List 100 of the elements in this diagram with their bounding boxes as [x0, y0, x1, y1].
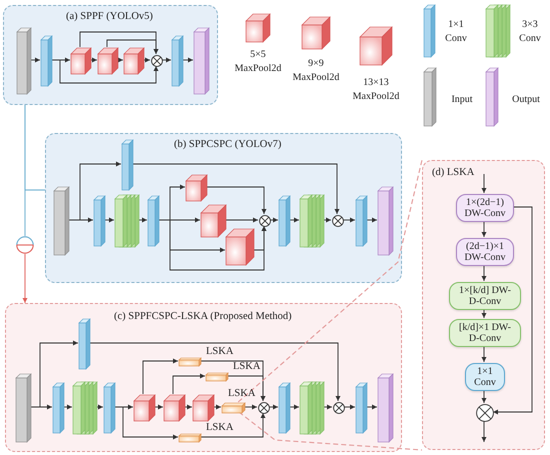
legend-label: 5×5 MaxPool2d — [234, 48, 282, 75]
legend-label: 3×3 Conv — [518, 18, 542, 45]
multiply-node — [259, 215, 271, 227]
arrow — [322, 218, 332, 222]
legend-label: 9×9 MaxPool2d — [292, 57, 340, 84]
conv-slab — [172, 36, 183, 86]
conv-stack — [300, 382, 324, 434]
arrow — [182, 58, 194, 62]
arrow — [226, 376, 266, 402]
arrow — [96, 404, 104, 410]
output-slab — [378, 187, 393, 255]
maxpool-cube — [124, 48, 144, 74]
conv-slab — [79, 319, 90, 369]
arrow — [114, 406, 178, 440]
multiply-node — [476, 404, 494, 422]
arrow — [62, 404, 72, 410]
multiply-node — [151, 55, 163, 67]
arrow — [224, 218, 258, 222]
dashed-panel — [5, 303, 402, 452]
conv-stack — [115, 195, 139, 247]
lska-label: LSKA — [206, 422, 234, 433]
maxpool-cube — [186, 175, 207, 201]
arrow — [132, 164, 340, 214]
dashed-panel — [422, 160, 545, 450]
input-slab — [16, 374, 31, 442]
legend-label: 13×13 MaxPool2d — [352, 76, 400, 103]
arrow — [158, 220, 266, 270]
join-circle — [16, 236, 34, 254]
arrow — [492, 206, 532, 414]
arrow — [252, 226, 266, 250]
lska-block — [179, 434, 201, 442]
maxpool-cube — [201, 205, 226, 237]
conv-slab — [356, 383, 367, 433]
arrow — [482, 174, 486, 194]
arrow — [482, 420, 486, 442]
lska-label: LSKA — [233, 361, 260, 372]
arrow — [482, 346, 486, 362]
conv-block: [k/d]×1 DW-D-Conv — [449, 319, 521, 347]
multiply-node — [258, 402, 270, 414]
conv-slab — [41, 36, 52, 86]
conv-slab — [104, 383, 115, 433]
input-slab — [17, 28, 31, 94]
arrow — [22, 254, 28, 304]
arrow — [268, 404, 278, 410]
conv-slab — [356, 196, 367, 246]
arrow — [142, 358, 178, 394]
arrow — [366, 218, 378, 222]
arrow — [244, 404, 258, 410]
arrow — [212, 404, 222, 410]
conv-block: (2d−1)×1 DW-Conv — [456, 238, 514, 266]
dashed-panel — [45, 133, 402, 283]
maxpool-cube — [164, 395, 185, 421]
lska-label: LSKA — [206, 346, 234, 357]
conv-slab — [279, 196, 290, 246]
arrow — [322, 404, 332, 410]
output-slab — [194, 28, 209, 94]
arrow — [200, 412, 266, 438]
conv-block: 1×(2d−1) DW-Conv — [456, 194, 514, 222]
arrow — [142, 58, 150, 62]
arrow — [30, 340, 78, 408]
arrow — [482, 390, 486, 404]
multiply-node — [332, 215, 344, 227]
dashed-panel — [3, 5, 218, 105]
lska-block — [206, 373, 228, 381]
arrow — [104, 218, 114, 222]
panel-title: (a) SPPF (YOLOv5) — [66, 11, 153, 24]
legend-label: Input — [450, 93, 474, 106]
dashed-line — [238, 412, 422, 451]
lska-block — [179, 358, 201, 366]
arrow — [184, 404, 192, 410]
multiply-node — [333, 402, 345, 414]
arrow — [206, 186, 266, 214]
output-slab — [378, 374, 393, 442]
conv-slab — [279, 383, 290, 433]
arrow — [106, 40, 158, 54]
arrow — [172, 374, 206, 394]
panel-title: (b) SPPCSPC (YOLOv7) — [174, 139, 282, 152]
maxpool-cube — [193, 395, 214, 421]
conv-stack — [300, 195, 324, 247]
arrow — [270, 218, 278, 222]
arrow — [30, 58, 40, 62]
arrow — [162, 58, 172, 62]
arrow — [366, 404, 378, 410]
input-slab — [54, 187, 69, 255]
arrow — [344, 404, 356, 410]
arrow — [288, 218, 300, 222]
conv-block: 1×1 Conv — [465, 363, 505, 391]
arrow — [90, 58, 98, 62]
arrow — [68, 162, 122, 220]
arrow — [482, 264, 486, 282]
conv-slab — [122, 140, 133, 190]
dashed-line — [238, 160, 423, 402]
arrow — [50, 60, 158, 84]
arrow — [288, 404, 300, 410]
panel-title: (d) LSKA — [432, 167, 474, 180]
legend-label: Output — [511, 93, 541, 106]
connector-line — [24, 104, 26, 236]
maxpool-cube — [134, 395, 155, 421]
arrow — [116, 58, 124, 62]
lska-label: LSKA — [228, 388, 256, 399]
